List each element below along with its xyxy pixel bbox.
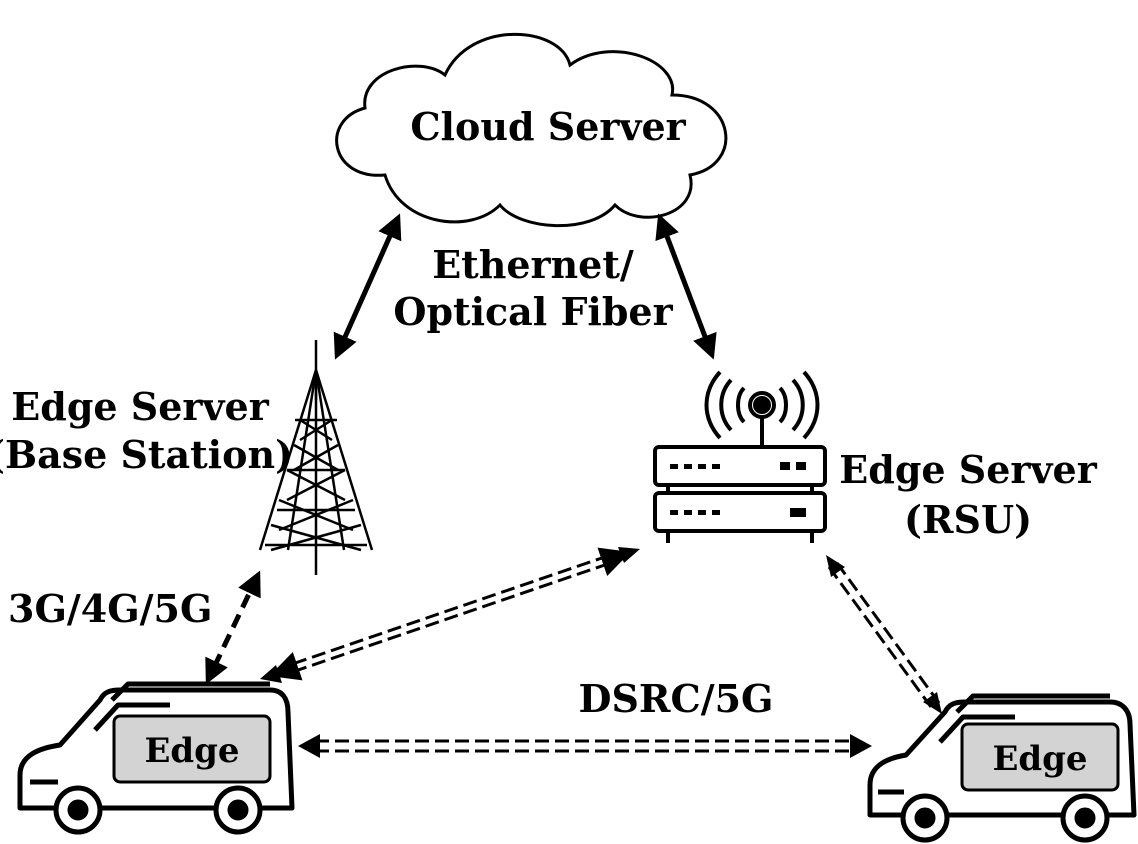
cloud-icon [335, 32, 728, 228]
backhaul-label-line-1: Ethernet/ [432, 242, 634, 287]
router-icon [653, 370, 827, 543]
rsu-label: Edge Server (RSU) [839, 447, 1097, 542]
base-station-label-line-2: (Base Station) [0, 432, 293, 477]
rsu-left-vehicle-link [260, 547, 640, 683]
base-station-label: Edge Server (Base Station) [0, 384, 293, 477]
tower-vehicle-arrow [205, 570, 261, 685]
rsu-right-vehicle-link [826, 555, 942, 714]
vehicle-left: Edge [17, 681, 295, 835]
rsu-label-line-1: Edge Server [839, 447, 1097, 492]
v2v-link [298, 734, 872, 758]
rsu-label-line-2: (RSU) [904, 497, 1032, 542]
edge-box [112, 714, 272, 784]
backhaul-label-line-2: Optical Fiber [393, 289, 673, 334]
backhaul-link-label: Ethernet/ Optical Fiber [393, 242, 673, 334]
cloud-server-label: Cloud Server [410, 104, 686, 149]
v2v-link-label: DSRC/5G [579, 676, 774, 721]
vehicle-right-edge-label: Edge [992, 739, 1087, 779]
cloud-base-station-arrow [333, 213, 402, 360]
base-station-label-line-1: Edge Server [11, 384, 269, 429]
cell-tower-icon [258, 340, 374, 575]
cloud-server-node: Cloud Server [335, 32, 728, 228]
vehicle-left-edge-label: Edge [144, 731, 239, 771]
cellular-link-label: 3G/4G/5G [8, 586, 212, 631]
vehicle-right: Edge [867, 693, 1137, 843]
cloud-rsu-arrow [655, 213, 717, 360]
edge-box [960, 722, 1120, 792]
